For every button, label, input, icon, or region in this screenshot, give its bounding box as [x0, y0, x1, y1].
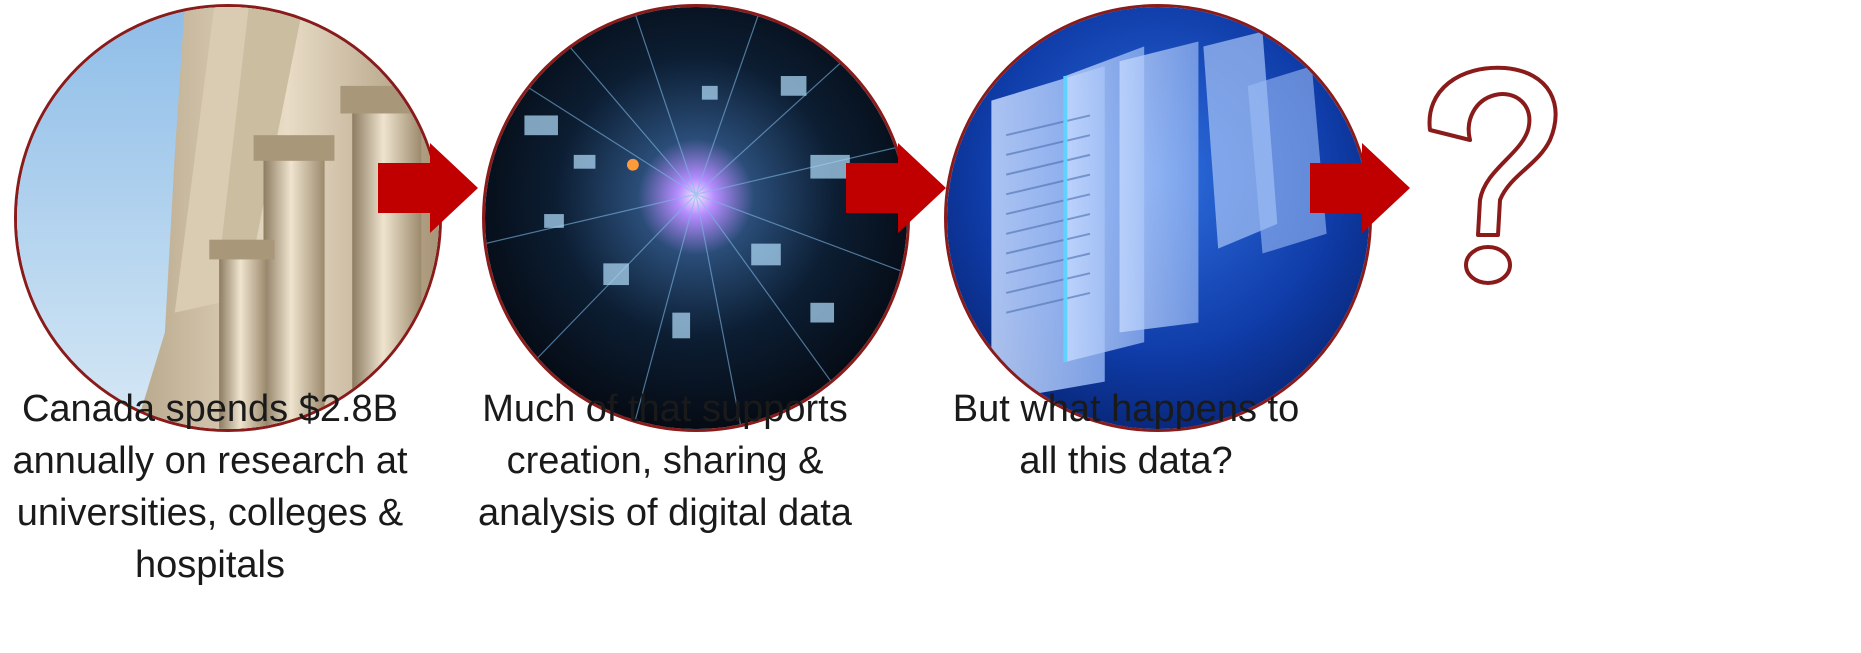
- digital-data-burst-image: [482, 4, 910, 432]
- document-pages-image: [944, 4, 1372, 432]
- question-mark-icon: [1427, 65, 1558, 285]
- step-1-caption: Canada spends $2.8B annually on research…: [12, 388, 408, 586]
- step-2-caption: Much of that supports creation, sharing …: [478, 388, 852, 534]
- right-arrow-icon: [846, 143, 946, 233]
- building-columns-photo: [14, 4, 442, 432]
- right-arrow-icon: [378, 143, 478, 233]
- step-3-caption: But what happens to all this data?: [952, 388, 1300, 482]
- right-arrow-icon: [1310, 143, 1410, 233]
